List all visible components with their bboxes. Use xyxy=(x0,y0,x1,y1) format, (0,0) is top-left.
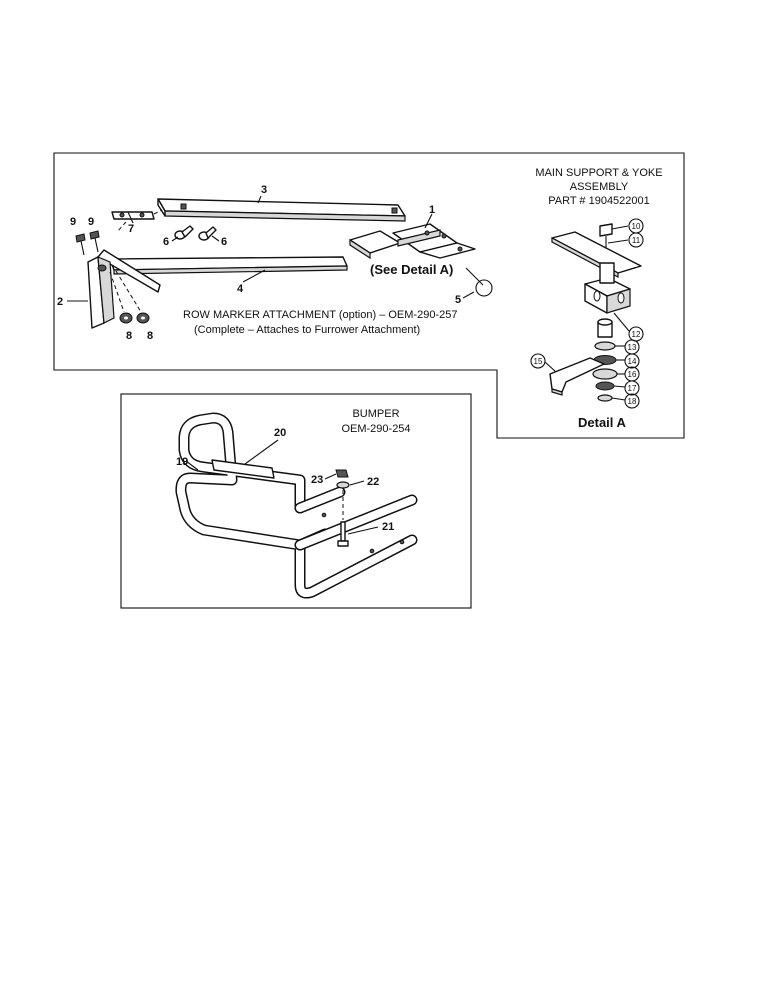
marker-shoe-2 xyxy=(87,249,161,329)
label-part-22: 22 xyxy=(367,476,379,488)
row-marker-subcaption: (Complete – Attaches to Furrower Attachm… xyxy=(194,324,420,336)
svg-text:14: 14 xyxy=(628,357,637,366)
label-part-21: 21 xyxy=(382,521,394,533)
svg-text:10: 10 xyxy=(632,222,641,231)
label-part-5: 5 xyxy=(455,294,461,306)
label-part-8a: 8 xyxy=(126,330,132,342)
bracket-7 xyxy=(111,211,155,220)
svg-text:11: 11 xyxy=(632,236,641,245)
label-part-1: 1 xyxy=(429,204,435,216)
bumper-frame xyxy=(120,393,472,609)
svg-text:18: 18 xyxy=(628,397,637,406)
bumper-frame-tube xyxy=(175,412,418,599)
detail-title-line2: ASSEMBLY xyxy=(570,181,629,193)
callout-17: 17 xyxy=(624,380,640,396)
callout-15: 15 xyxy=(530,353,546,369)
svg-text:17: 17 xyxy=(628,384,637,393)
bumper-title: BUMPER xyxy=(352,408,399,420)
hitch-pin-5 xyxy=(465,267,493,297)
svg-text:16: 16 xyxy=(628,370,637,379)
label-part-3: 3 xyxy=(261,184,267,196)
svg-text:15: 15 xyxy=(534,357,543,366)
marker-tube-4 xyxy=(109,256,348,275)
label-part-2: 2 xyxy=(57,296,63,308)
row-marker-frame xyxy=(53,152,685,439)
label-part-23: 23 xyxy=(311,474,323,486)
callout-16: 16 xyxy=(624,366,640,382)
label-part-7: 7 xyxy=(128,223,134,235)
detail-a-label: Detail A xyxy=(578,415,627,430)
row-marker-caption: ROW MARKER ATTACHMENT (option) – OEM-290… xyxy=(183,309,457,321)
yoke-assembly xyxy=(549,223,642,402)
svg-text:13: 13 xyxy=(628,343,637,352)
nut-8-right xyxy=(136,312,150,324)
see-detail-a: (See Detail A) xyxy=(370,262,453,277)
bolt-9-left xyxy=(75,233,86,256)
label-part-8b: 8 xyxy=(147,330,153,342)
washer-22 xyxy=(336,481,350,489)
detail-title-line3: PART # 1904522001 xyxy=(548,195,650,207)
label-part-9a: 9 xyxy=(70,216,76,228)
label-part-6a: 6 xyxy=(163,236,169,248)
nut-23 xyxy=(335,469,349,478)
pin-6-left xyxy=(174,225,194,240)
bracket-assembly-1 xyxy=(349,223,476,260)
label-part-19: 19 xyxy=(176,456,188,468)
bolt-9-right xyxy=(89,230,100,253)
bolt-21 xyxy=(337,490,349,547)
callout-13: 13 xyxy=(624,339,640,355)
label-part-6b: 6 xyxy=(221,236,227,248)
callout-18: 18 xyxy=(624,393,640,409)
label-part-4: 4 xyxy=(237,283,244,295)
callout-12: 12 xyxy=(628,326,644,342)
nut-8-left xyxy=(119,312,133,324)
callout-10: 10 xyxy=(628,218,644,234)
marker-arm-tube xyxy=(157,198,406,222)
bumper-part-number: OEM-290-254 xyxy=(341,423,410,435)
label-part-20: 20 xyxy=(274,427,286,439)
label-part-9b: 9 xyxy=(88,216,94,228)
svg-text:12: 12 xyxy=(632,330,641,339)
pin-6-right xyxy=(198,226,217,241)
callout-14: 14 xyxy=(624,353,640,369)
callout-11: 11 xyxy=(628,232,644,248)
detail-title-line1: MAIN SUPPORT & YOKE xyxy=(535,167,662,179)
